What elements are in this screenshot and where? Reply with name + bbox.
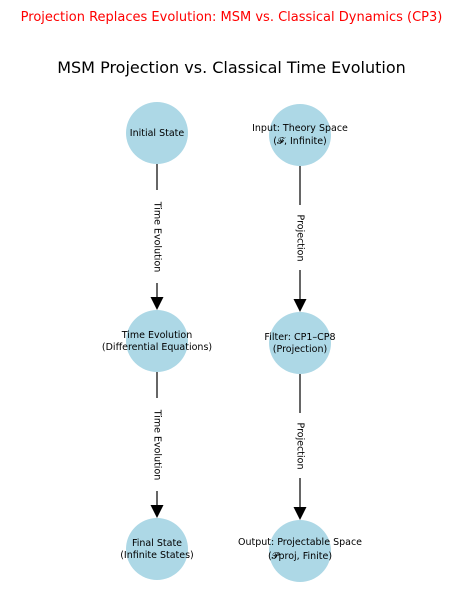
classical-edge-1: Time Evolution <box>150 164 164 310</box>
arrowhead-icon <box>150 505 164 518</box>
node-circle <box>126 518 188 580</box>
classical-edge-label-2: Time Evolution <box>152 409 163 481</box>
msm-edge-label-1: Projection <box>295 215 306 262</box>
node-circle <box>269 520 331 582</box>
node-label-line: Input: Theory Space <box>252 123 348 134</box>
msm-column: Projection Projection Input: Theory Spac… <box>238 104 362 582</box>
diagram-title: MSM Projection vs. Classical Time Evolut… <box>57 58 406 77</box>
classical-edge-2: Time Evolution <box>150 372 164 518</box>
node-final-state: Final State (Infinite States) <box>120 518 194 580</box>
node-label-line: (Infinite States) <box>120 550 194 561</box>
classical-column: Time Evolution Time Evolution Initial St… <box>102 102 212 580</box>
node-circle <box>269 312 331 374</box>
node-label-line: (Differential Equations) <box>102 342 212 353</box>
node-circle <box>269 104 331 166</box>
node-label-line: Initial State <box>130 128 185 139</box>
node-filter-cp1-cp8: Filter: CP1–CP8 (Projection) <box>264 312 336 374</box>
node-initial-state: Initial State <box>126 102 188 164</box>
node-circle <box>126 102 188 164</box>
figure-suptitle: Projection Replaces Evolution: MSM vs. C… <box>21 10 443 25</box>
node-label-line: (𝓟proj, Finite) <box>268 551 332 562</box>
node-circle <box>126 310 188 372</box>
arrowhead-icon <box>293 507 307 520</box>
classical-edge-label-1: Time Evolution <box>152 201 163 273</box>
msm-edge-label-2: Projection <box>295 423 306 470</box>
node-label-line: Filter: CP1–CP8 <box>264 332 335 343</box>
node-time-evolution: Time Evolution (Differential Equations) <box>102 310 212 372</box>
msm-edge-1: Projection <box>293 166 307 312</box>
node-output-projectable-space: Output: Projectable Space (𝓟proj, Finite… <box>238 520 362 582</box>
arrowhead-icon <box>293 299 307 312</box>
node-label-line: (Projection) <box>273 344 327 355</box>
node-label-line: Time Evolution <box>121 330 193 341</box>
node-label-line: (𝓕, Infinite) <box>273 136 327 147</box>
msm-edge-2: Projection <box>293 374 307 520</box>
node-label-line: Final State <box>132 538 182 549</box>
arrowhead-icon <box>150 297 164 310</box>
node-input-theory-space: Input: Theory Space (𝓕, Infinite) <box>252 104 348 166</box>
node-label-line: Output: Projectable Space <box>238 537 362 548</box>
